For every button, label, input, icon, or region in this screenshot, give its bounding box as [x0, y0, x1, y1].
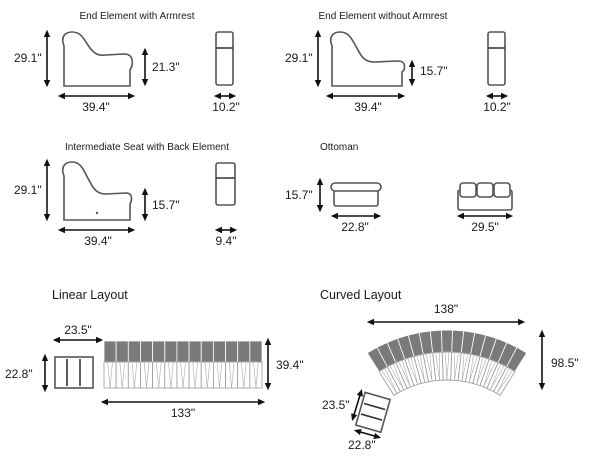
depth-label: 98.5": [551, 356, 579, 370]
ottoman-depth-label: 22.8": [5, 367, 33, 381]
chair-profile: [61, 31, 134, 87]
ottoman-width-label: 23.5": [322, 398, 350, 412]
sofa-segment-seat: [200, 361, 214, 389]
section-title: Ottoman: [320, 142, 358, 153]
sofa-segment-seat: [103, 361, 117, 389]
section-title: End Element without Armrest: [319, 11, 448, 22]
ottoman-depth-arrow: [353, 429, 382, 439]
ottoman: Ottoman 15.7" 22.8" 29.5": [285, 142, 514, 234]
section-title: Linear Layout: [52, 288, 128, 302]
sofa-segment-seat: [140, 361, 154, 389]
width-label: 39.4": [84, 234, 112, 248]
height-label: 29.1": [14, 51, 42, 65]
sofa-segment-back: [115, 340, 129, 363]
ottoman-top-view: [457, 182, 513, 211]
sofa-segment-seat: [237, 361, 251, 389]
width-label: 39.4": [354, 100, 382, 114]
height-label: 15.7": [285, 188, 313, 202]
sofa-segment-seat: [164, 361, 178, 389]
sofa-segment-seat: [225, 361, 239, 389]
depth-label: 10.2": [212, 100, 240, 114]
seat-height-label: 15.7": [152, 198, 180, 212]
sofa-segment-back: [140, 340, 154, 363]
ottoman-depth-label: 22.8": [348, 438, 376, 452]
sofa-segment-back: [164, 340, 178, 363]
side-view: [215, 162, 236, 206]
sofa-segment-seat: [152, 361, 166, 389]
sofa-depth-label: 39.4": [276, 358, 304, 372]
curved-layout: Curved Layout 138" 98.5" 23.5" 22.8": [320, 288, 579, 452]
sofa-segment-back: [176, 340, 190, 363]
sofa-segment-back: [212, 340, 226, 363]
width-label: 22.8": [341, 220, 369, 234]
sofa-segment-seat: [115, 361, 129, 389]
sofa-length-label: 133": [171, 406, 195, 420]
sofa-segment-seat: [249, 361, 263, 389]
sofa-segment-back: [225, 340, 239, 363]
depth-label: 10.2": [483, 100, 511, 114]
height-label: 29.1": [285, 51, 313, 65]
chair-profile: [61, 161, 133, 221]
sofa-segment-seat: [176, 361, 190, 389]
sofa-segment-back: [237, 340, 251, 363]
intermediate-seat: Intermediate Seat with Back Element 29.1…: [14, 142, 238, 248]
section-title: End Element with Armrest: [79, 11, 194, 22]
curved-sofa: [366, 329, 528, 396]
sofa-segment-back: [127, 340, 141, 363]
ottoman-block: [54, 356, 94, 389]
seat-height-label: 15.7": [420, 64, 448, 78]
section-title: Curved Layout: [320, 288, 402, 302]
sofa-segment-back: [429, 329, 443, 354]
sofa-segment-seat: [212, 361, 226, 389]
sofa-segment-back: [103, 340, 117, 363]
sofa-segment-back: [200, 340, 214, 363]
end-element-without-armrest: End Element without Armrest 29.1" 15.7" …: [285, 11, 511, 114]
sofa-segment-back: [249, 340, 263, 363]
side-view: [215, 31, 234, 86]
sofa-segment-back: [440, 329, 454, 353]
height-label: 29.1": [14, 183, 42, 197]
sofa-segment-back: [152, 340, 166, 363]
depth-label: 9.4": [216, 234, 237, 248]
end-element-with-armrest: End Element with Armrest 29.1" 21.3" 39.…: [14, 11, 240, 114]
width-label: 138": [434, 302, 458, 316]
sofa-segment-back: [188, 340, 202, 363]
linear-layout: Linear Layout 23.5" 22.8" 39.4" 133": [5, 288, 304, 420]
section-title: Intermediate Seat with Back Element: [65, 142, 229, 153]
seat-height-label: 21.3": [152, 60, 180, 74]
linear-sofa: [103, 340, 263, 389]
ottoman-width-arrow: [351, 388, 363, 422]
sofa-segment-seat: [188, 361, 202, 389]
side-view: [487, 31, 506, 86]
chair-profile: [329, 31, 406, 87]
ottoman-width-label: 23.5": [64, 323, 92, 337]
ottoman-block: [354, 391, 392, 434]
sofa-segment-seat: [127, 361, 141, 389]
width-label: 39.4": [82, 100, 110, 114]
top-width-label: 29.5": [471, 220, 499, 234]
